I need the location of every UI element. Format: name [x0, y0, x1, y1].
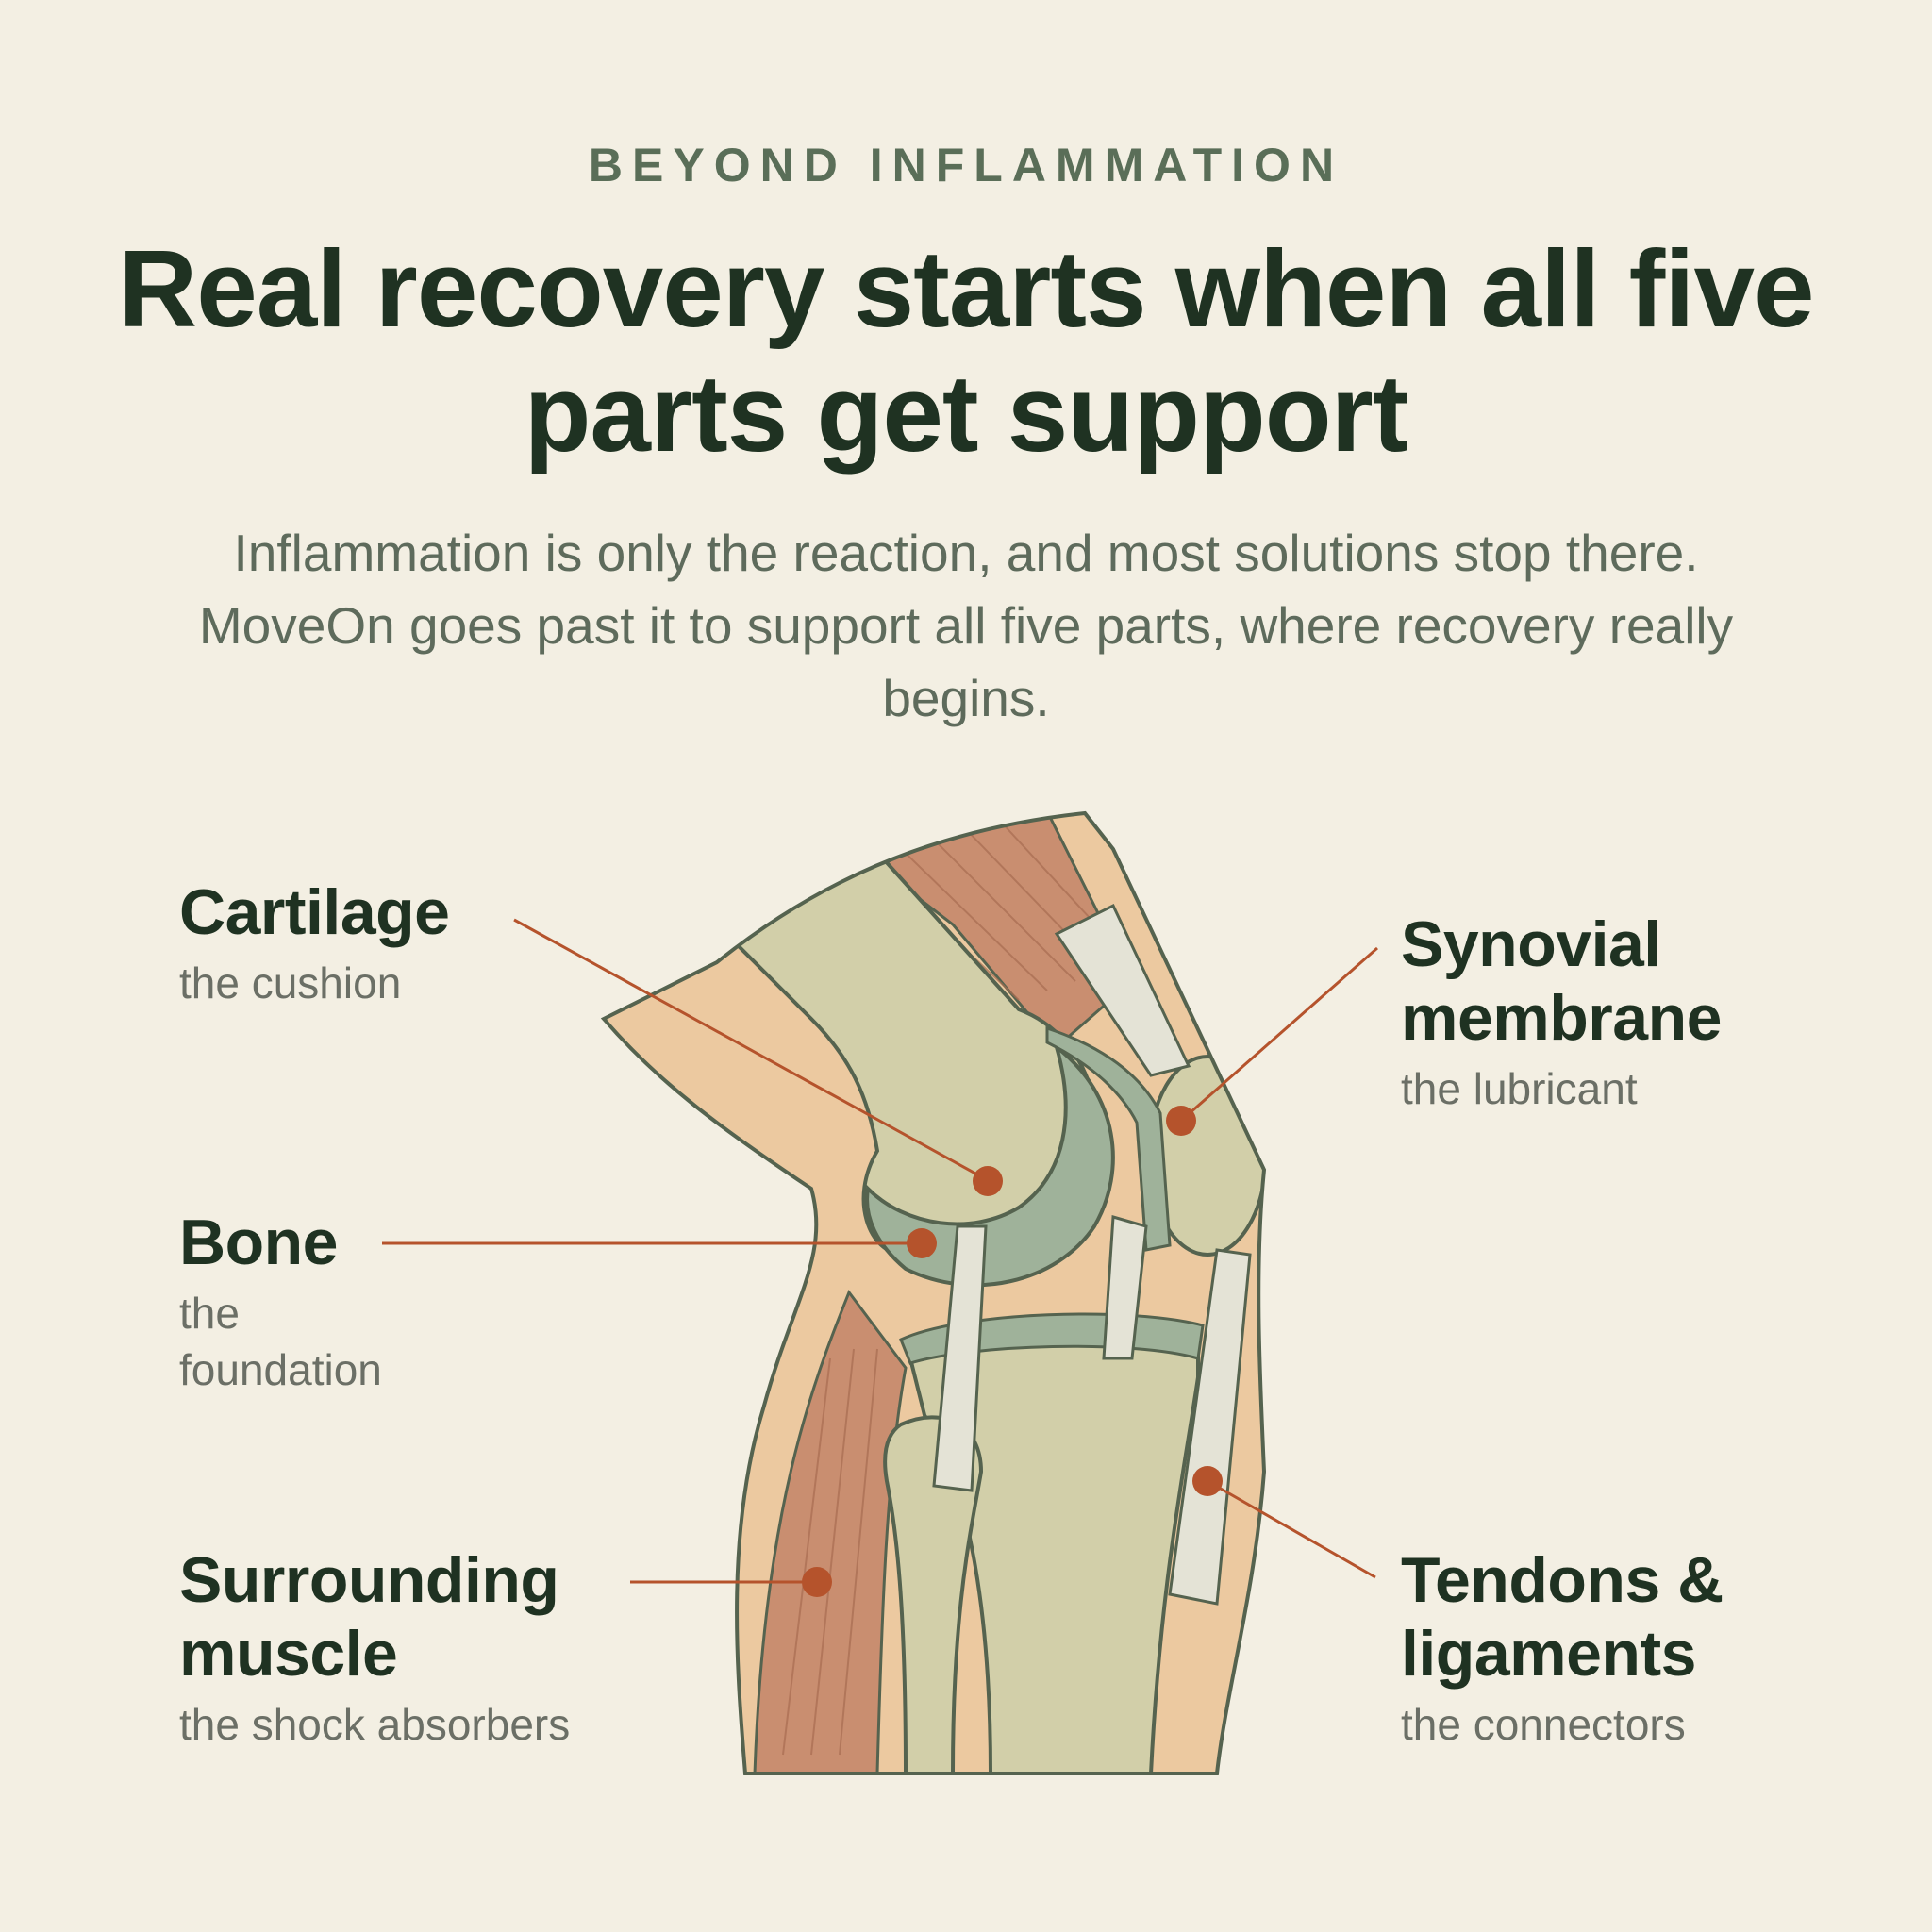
quadriceps-tendon: [1054, 903, 1191, 1077]
marker-tendons: [1192, 1466, 1223, 1496]
collateral-ligament: [1102, 1215, 1148, 1360]
synovial-membrane-band: [1045, 1025, 1172, 1252]
label-bone: Bone the foundation: [179, 1206, 396, 1398]
femoral-cartilage: [865, 1041, 1115, 1288]
leader-line-cartilage: [513, 918, 987, 1181]
subtitle: Inflammation is only the reaction, and m…: [198, 524, 1734, 727]
patellar-tendon: [1168, 1248, 1252, 1606]
page-title: Real recovery starts when all five parts…: [118, 227, 1814, 475]
leader-lines: [382, 918, 1378, 1584]
marker-muscle: [802, 1567, 832, 1597]
label-muscle-title: Surrounding muscle: [179, 1544, 559, 1690]
eyebrow: BEYOND INFLAMMATION: [588, 139, 1344, 192]
leader-line-synovial: [1180, 946, 1378, 1123]
label-tendons-title: Tendons & ligaments: [1401, 1544, 1724, 1690]
label-muscle: Surrounding muscle the shock absorbers: [179, 1543, 632, 1753]
label-cartilage: Cartilage the cushion: [179, 875, 519, 1011]
marker-synovial: [1166, 1106, 1196, 1136]
label-tendons: Tendons & ligaments the connectors: [1401, 1543, 1816, 1753]
label-tendons-desc: the connectors: [1401, 1700, 1686, 1749]
marker-cartilage: [973, 1166, 1003, 1196]
label-cartilage-desc: the cushion: [179, 958, 402, 1008]
label-muscle-desc: the shock absorbers: [179, 1700, 571, 1749]
knee-outline: [600, 810, 1267, 1775]
calf-fibers: [782, 1348, 878, 1756]
label-cartilage-title: Cartilage: [179, 876, 450, 948]
label-synovial-desc: the lubricant: [1401, 1064, 1638, 1113]
leader-line-tendons: [1207, 1479, 1376, 1579]
label-synovial-title: Synovial membrane: [1401, 908, 1722, 1054]
label-synovial: Synovial membrane the lubricant: [1401, 908, 1816, 1117]
marker-dots: [802, 1106, 1223, 1597]
knee-anatomy: [604, 813, 1264, 1774]
marker-bone: [907, 1228, 937, 1258]
label-bone-title: Bone: [179, 1207, 339, 1278]
label-bone-desc: the foundation: [179, 1289, 382, 1394]
cruciate-ligament: [932, 1224, 988, 1492]
